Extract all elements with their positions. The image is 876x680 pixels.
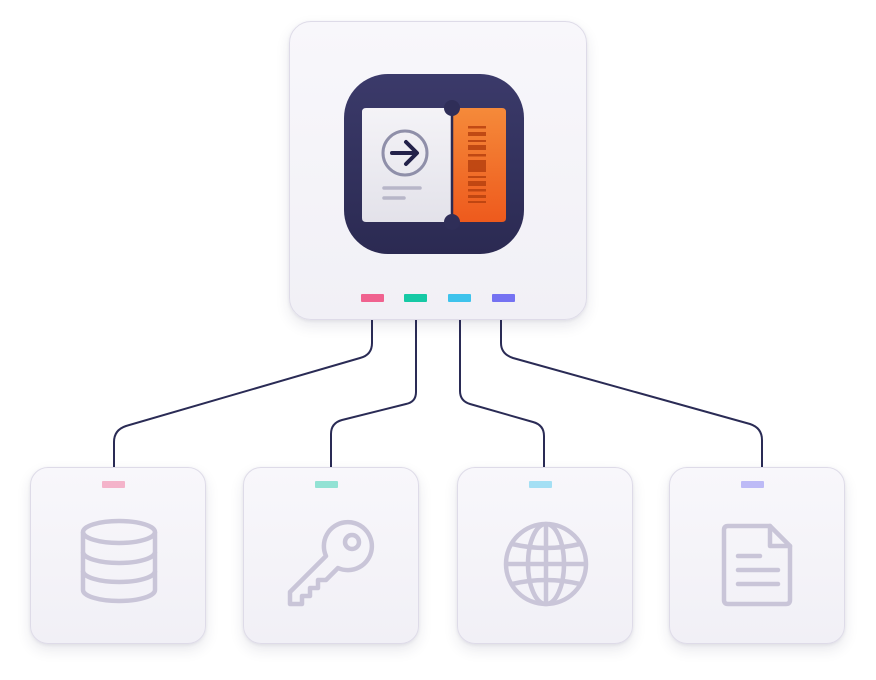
key-node-port: [315, 481, 338, 488]
database-node: [30, 467, 206, 644]
hub-port-key: [404, 294, 427, 302]
key-icon: [287, 519, 375, 607]
connector-database: [113, 319, 373, 468]
document-node-port: [741, 481, 764, 488]
database-node-port: [102, 481, 125, 488]
document-icon: [721, 523, 793, 607]
globe-node-port: [529, 481, 552, 488]
globe-icon: [503, 521, 589, 607]
hub-port-globe: [448, 294, 471, 302]
connector-key: [330, 319, 417, 468]
hub-port-document: [492, 294, 515, 302]
database-icon: [80, 518, 158, 604]
hub-port-database: [361, 294, 384, 302]
ticket-arrow-app-icon: [344, 74, 524, 254]
document-node: [669, 467, 845, 644]
connector-document: [500, 319, 763, 468]
key-node: [243, 467, 419, 644]
hub-card: [289, 21, 587, 320]
connector-globe: [459, 319, 545, 468]
globe-node: [457, 467, 633, 644]
